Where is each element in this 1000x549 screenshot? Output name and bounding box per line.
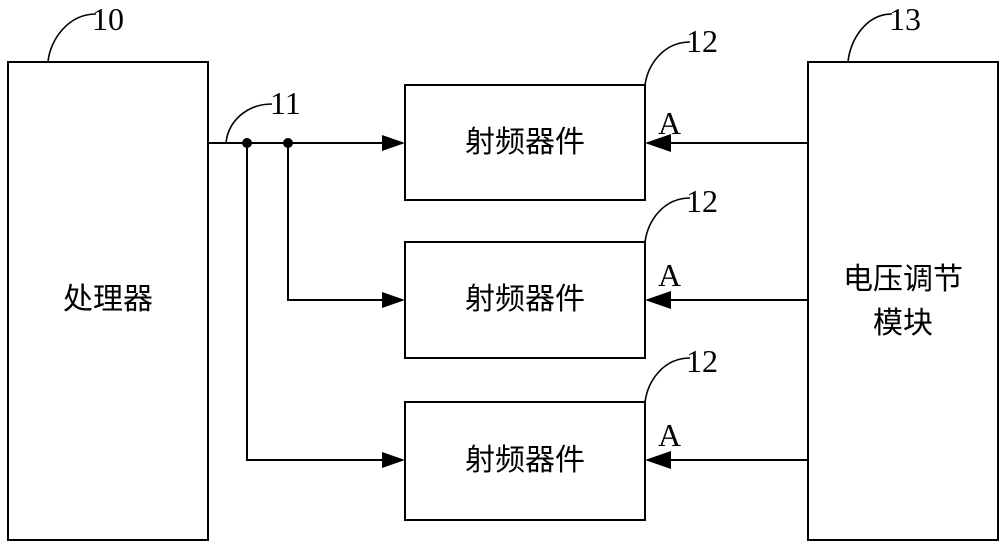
rf-device-label-1: 射频器件	[465, 125, 585, 160]
bus-ref: 11	[270, 85, 301, 121]
rf-device-ref-2: 12	[686, 183, 718, 219]
rf-device-block-1: 射频器件	[404, 84, 646, 201]
processor-ref: 10	[92, 1, 124, 37]
rf-input-label-1: A	[658, 105, 681, 141]
rf-device-label-3: 射频器件	[465, 443, 585, 478]
rf-input-label-3: A	[658, 417, 681, 453]
bus-wiring	[208, 135, 405, 468]
rf-input-label-2: A	[658, 257, 681, 293]
processor-ref-leader	[47, 13, 97, 63]
rf-device-label-2: 射频器件	[465, 282, 585, 317]
bus-arrow-2	[382, 292, 405, 308]
rf-device-ref-leader-1	[644, 41, 691, 86]
supply-arrow-3	[645, 451, 671, 469]
voltage-module-ref: 13	[889, 1, 921, 37]
bus-junction-2	[283, 138, 293, 148]
bus-arrow-3	[382, 452, 405, 468]
bus-arrow-1	[382, 135, 405, 151]
bus-ref-leader	[225, 103, 273, 144]
processor-label: 处理器	[63, 282, 153, 317]
bus-branch-2	[287, 143, 385, 301]
processor-block: 处理器	[7, 61, 209, 541]
bus-branch-3	[246, 143, 385, 461]
voltage-module-label-line1: 电压调节	[843, 262, 963, 297]
bus-junction-1	[242, 138, 252, 148]
rf-device-ref-leader-3	[644, 357, 691, 403]
rf-device-ref-1: 12	[686, 23, 718, 59]
voltage-module-ref-leader	[847, 13, 893, 63]
supply-arrow-1	[645, 134, 671, 152]
voltage-module-label-line2: 模块	[873, 306, 933, 341]
rf-device-block-2: 射频器件	[404, 241, 646, 359]
rf-device-ref-3: 12	[686, 343, 718, 379]
voltage-module-block: 电压调节 模块	[807, 61, 999, 541]
supply-arrow-2	[645, 291, 671, 309]
rf-device-ref-leader-2	[644, 197, 691, 243]
voltage-supply-wiring	[645, 134, 808, 469]
rf-device-block-3: 射频器件	[404, 401, 646, 521]
